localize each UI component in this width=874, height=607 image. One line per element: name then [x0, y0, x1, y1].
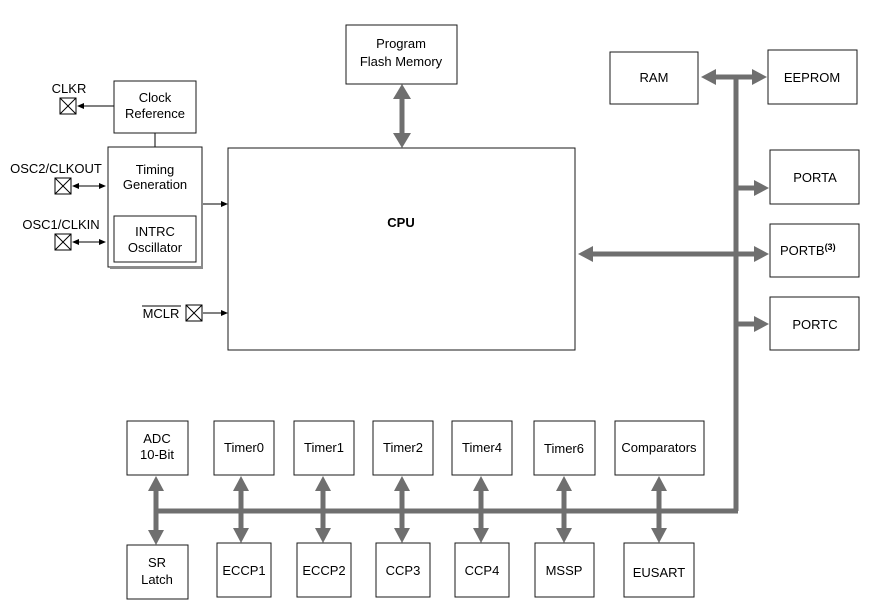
program-flash-block: Program Flash Memory — [345, 24, 458, 85]
eeprom-block: EEPROM — [767, 49, 858, 105]
arrowhead — [651, 528, 667, 543]
arrowhead — [651, 476, 667, 491]
porta-block: PORTA — [769, 149, 860, 205]
eusart-block: EUSART — [623, 542, 695, 598]
program-flash-line1: Program — [376, 36, 426, 51]
portb-name: PORTB — [780, 243, 825, 258]
ram-block: RAM — [609, 51, 699, 105]
eccp2-label: ECCP2 — [302, 563, 345, 578]
arrowhead — [393, 133, 411, 148]
eusart-label: EUSART — [633, 565, 686, 580]
portc-block: PORTC — [769, 296, 860, 351]
arrowhead — [77, 103, 84, 109]
timer6-label: Timer6 — [544, 441, 584, 456]
arrowhead — [99, 183, 106, 189]
comparators-label: Comparators — [621, 440, 697, 455]
porta-label: PORTA — [793, 170, 837, 185]
arrowhead — [556, 528, 572, 543]
portb-block: PORTB(3) — [769, 223, 860, 278]
timing-generation-line2: Generation — [123, 177, 187, 192]
bus-arrowheads — [148, 69, 769, 545]
osc1-pin-icon — [54, 233, 72, 251]
timer2-label: Timer2 — [383, 440, 423, 455]
arrowhead — [72, 239, 79, 245]
arrowhead — [394, 528, 410, 543]
arrowhead — [221, 310, 228, 316]
timer6-block: Timer6 — [533, 420, 596, 476]
ccp4-block: CCP4 — [454, 542, 510, 598]
eccp1-block: ECCP1 — [216, 542, 272, 598]
adc-line1: ADC — [143, 431, 170, 446]
cpu-label: CPU — [387, 215, 414, 230]
arrowhead — [233, 476, 249, 491]
arrowhead — [473, 528, 489, 543]
mclr-label: MCLR — [143, 306, 180, 321]
portb-footnote: (3) — [825, 242, 836, 252]
sr-latch-block: SR Latch — [126, 544, 189, 600]
arrowhead — [473, 476, 489, 491]
arrowhead — [72, 183, 79, 189]
clkr-pin-icon — [59, 97, 77, 115]
intrc-oscillator-line1: INTRC — [135, 224, 175, 239]
arrowhead — [556, 476, 572, 491]
pin-labels: CLKR OSC2/CLKOUT OSC1/CLKIN MCLR — [10, 81, 181, 321]
arrowhead — [393, 84, 411, 99]
sr-latch-line1: SR — [148, 555, 166, 570]
arrowhead — [315, 476, 331, 491]
timing-generation-line1: Timing — [136, 162, 175, 177]
timer0-label: Timer0 — [224, 440, 264, 455]
ccp3-block: CCP3 — [375, 542, 431, 598]
osc2-label: OSC2/CLKOUT — [10, 161, 102, 176]
arrowhead — [754, 246, 769, 262]
cpu-block: CPU — [227, 147, 576, 351]
timer4-label: Timer4 — [462, 440, 502, 455]
arrowhead — [221, 201, 228, 207]
timer2-block: Timer2 — [372, 420, 434, 476]
ram-label: RAM — [640, 70, 669, 85]
timer1-block: Timer1 — [293, 420, 355, 476]
arrowhead — [754, 316, 769, 332]
arrowhead — [752, 69, 767, 85]
arrowhead — [315, 528, 331, 543]
adc-block: ADC 10-Bit — [126, 420, 189, 476]
portc-label: PORTC — [792, 317, 837, 332]
mssp-block: MSSP — [534, 542, 595, 598]
arrowhead — [578, 246, 593, 262]
comparators-block: Comparators — [614, 420, 705, 476]
clock-reference-line2: Reference — [125, 106, 185, 121]
arrowhead — [754, 180, 769, 196]
clock-reference-block: Clock Reference — [113, 80, 197, 134]
ccp3-label: CCP3 — [386, 563, 421, 578]
arrowhead — [394, 476, 410, 491]
program-flash-line2: Flash Memory — [360, 54, 443, 69]
osc2-pin-icon — [54, 177, 72, 195]
arrowhead — [233, 528, 249, 543]
timer1-label: Timer1 — [304, 440, 344, 455]
ccp4-label: CCP4 — [465, 563, 500, 578]
timer4-block: Timer4 — [451, 420, 513, 476]
portb-label: PORTB(3) — [780, 242, 836, 258]
sr-latch-line2: Latch — [141, 572, 173, 587]
arrowhead — [99, 239, 106, 245]
arrowhead — [148, 476, 164, 491]
intrc-oscillator-block: INTRC Oscillator — [113, 215, 197, 263]
clkr-label: CLKR — [52, 81, 87, 96]
eccp2-block: ECCP2 — [296, 542, 352, 598]
mclr-pin-icon — [185, 304, 203, 322]
mssp-label: MSSP — [546, 563, 583, 578]
eeprom-label: EEPROM — [784, 70, 840, 85]
pin-symbols — [54, 97, 203, 322]
intrc-oscillator-line2: Oscillator — [128, 240, 183, 255]
osc1-label: OSC1/CLKIN — [22, 217, 99, 232]
bus-lines — [153, 74, 756, 532]
timer0-block: Timer0 — [213, 420, 275, 476]
eccp1-label: ECCP1 — [222, 563, 265, 578]
adc-line2: 10-Bit — [140, 447, 174, 462]
signal-lines — [72, 103, 228, 316]
arrowhead — [148, 530, 164, 545]
arrowhead — [701, 69, 716, 85]
clock-reference-line1: Clock — [139, 90, 172, 105]
